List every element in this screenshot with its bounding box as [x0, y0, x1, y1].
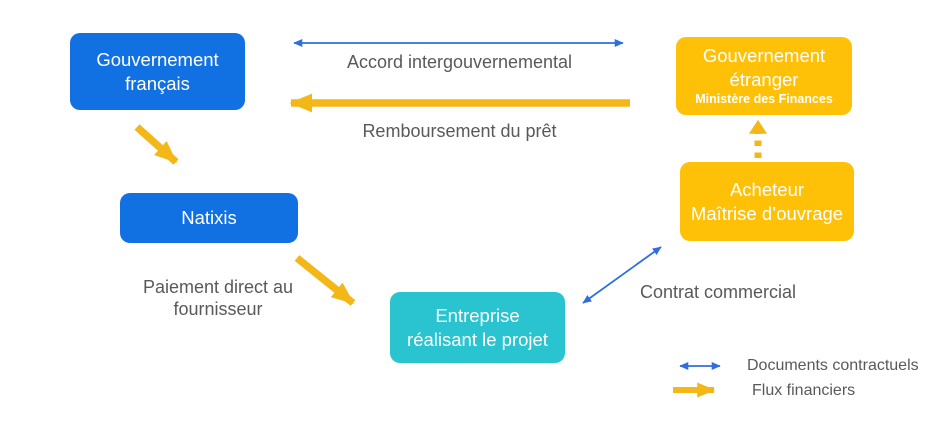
arrow-gov-fr-to-natixis [134, 124, 179, 165]
node-gouvernement-francais: Gouvernement français [70, 33, 245, 110]
legend-flux-financiers-label: Flux financiers [752, 382, 856, 399]
node-label-line: Natixis [181, 207, 237, 229]
node-label-line: réalisant le projet [407, 328, 548, 350]
node-label-line: étranger [729, 68, 799, 90]
arrow-contrat-commercial [582, 246, 662, 304]
node-label-line: Gouvernement [96, 49, 219, 71]
label-contrat-commercial: Contrat commercial [639, 282, 797, 302]
node-entreprise-realisant-projet: Entreprise réalisant le projet [390, 292, 565, 363]
node-label-line: Maîtrise d’ouvrage [690, 202, 844, 224]
node-gouvernement-etranger: Gouvernement étranger Ministère des Fina… [676, 37, 852, 115]
node-label-line: Gouvernement [702, 45, 826, 67]
legend-documents-contractuels-label: Documents contractuels [747, 357, 919, 374]
node-label-line: français [125, 72, 190, 94]
node-sublabel: Ministère des Finances [695, 91, 833, 106]
node-label-line: Acheteur [729, 179, 805, 201]
label-remboursement-du-pret: Remboursement du prêt [362, 121, 557, 141]
node-natixis: Natixis [120, 193, 298, 243]
label-accord-intergouvernemental: Accord intergouvernemental [346, 52, 573, 72]
arrow-natixis-to-entreprise [294, 255, 356, 306]
node-acheteur-maitrise-ouvrage: Acheteur Maîtrise d’ouvrage [680, 162, 854, 241]
node-label-line: Entreprise [435, 305, 520, 327]
label-paiement-direct-fournisseur: Paiement direct au fournisseur [142, 277, 294, 320]
